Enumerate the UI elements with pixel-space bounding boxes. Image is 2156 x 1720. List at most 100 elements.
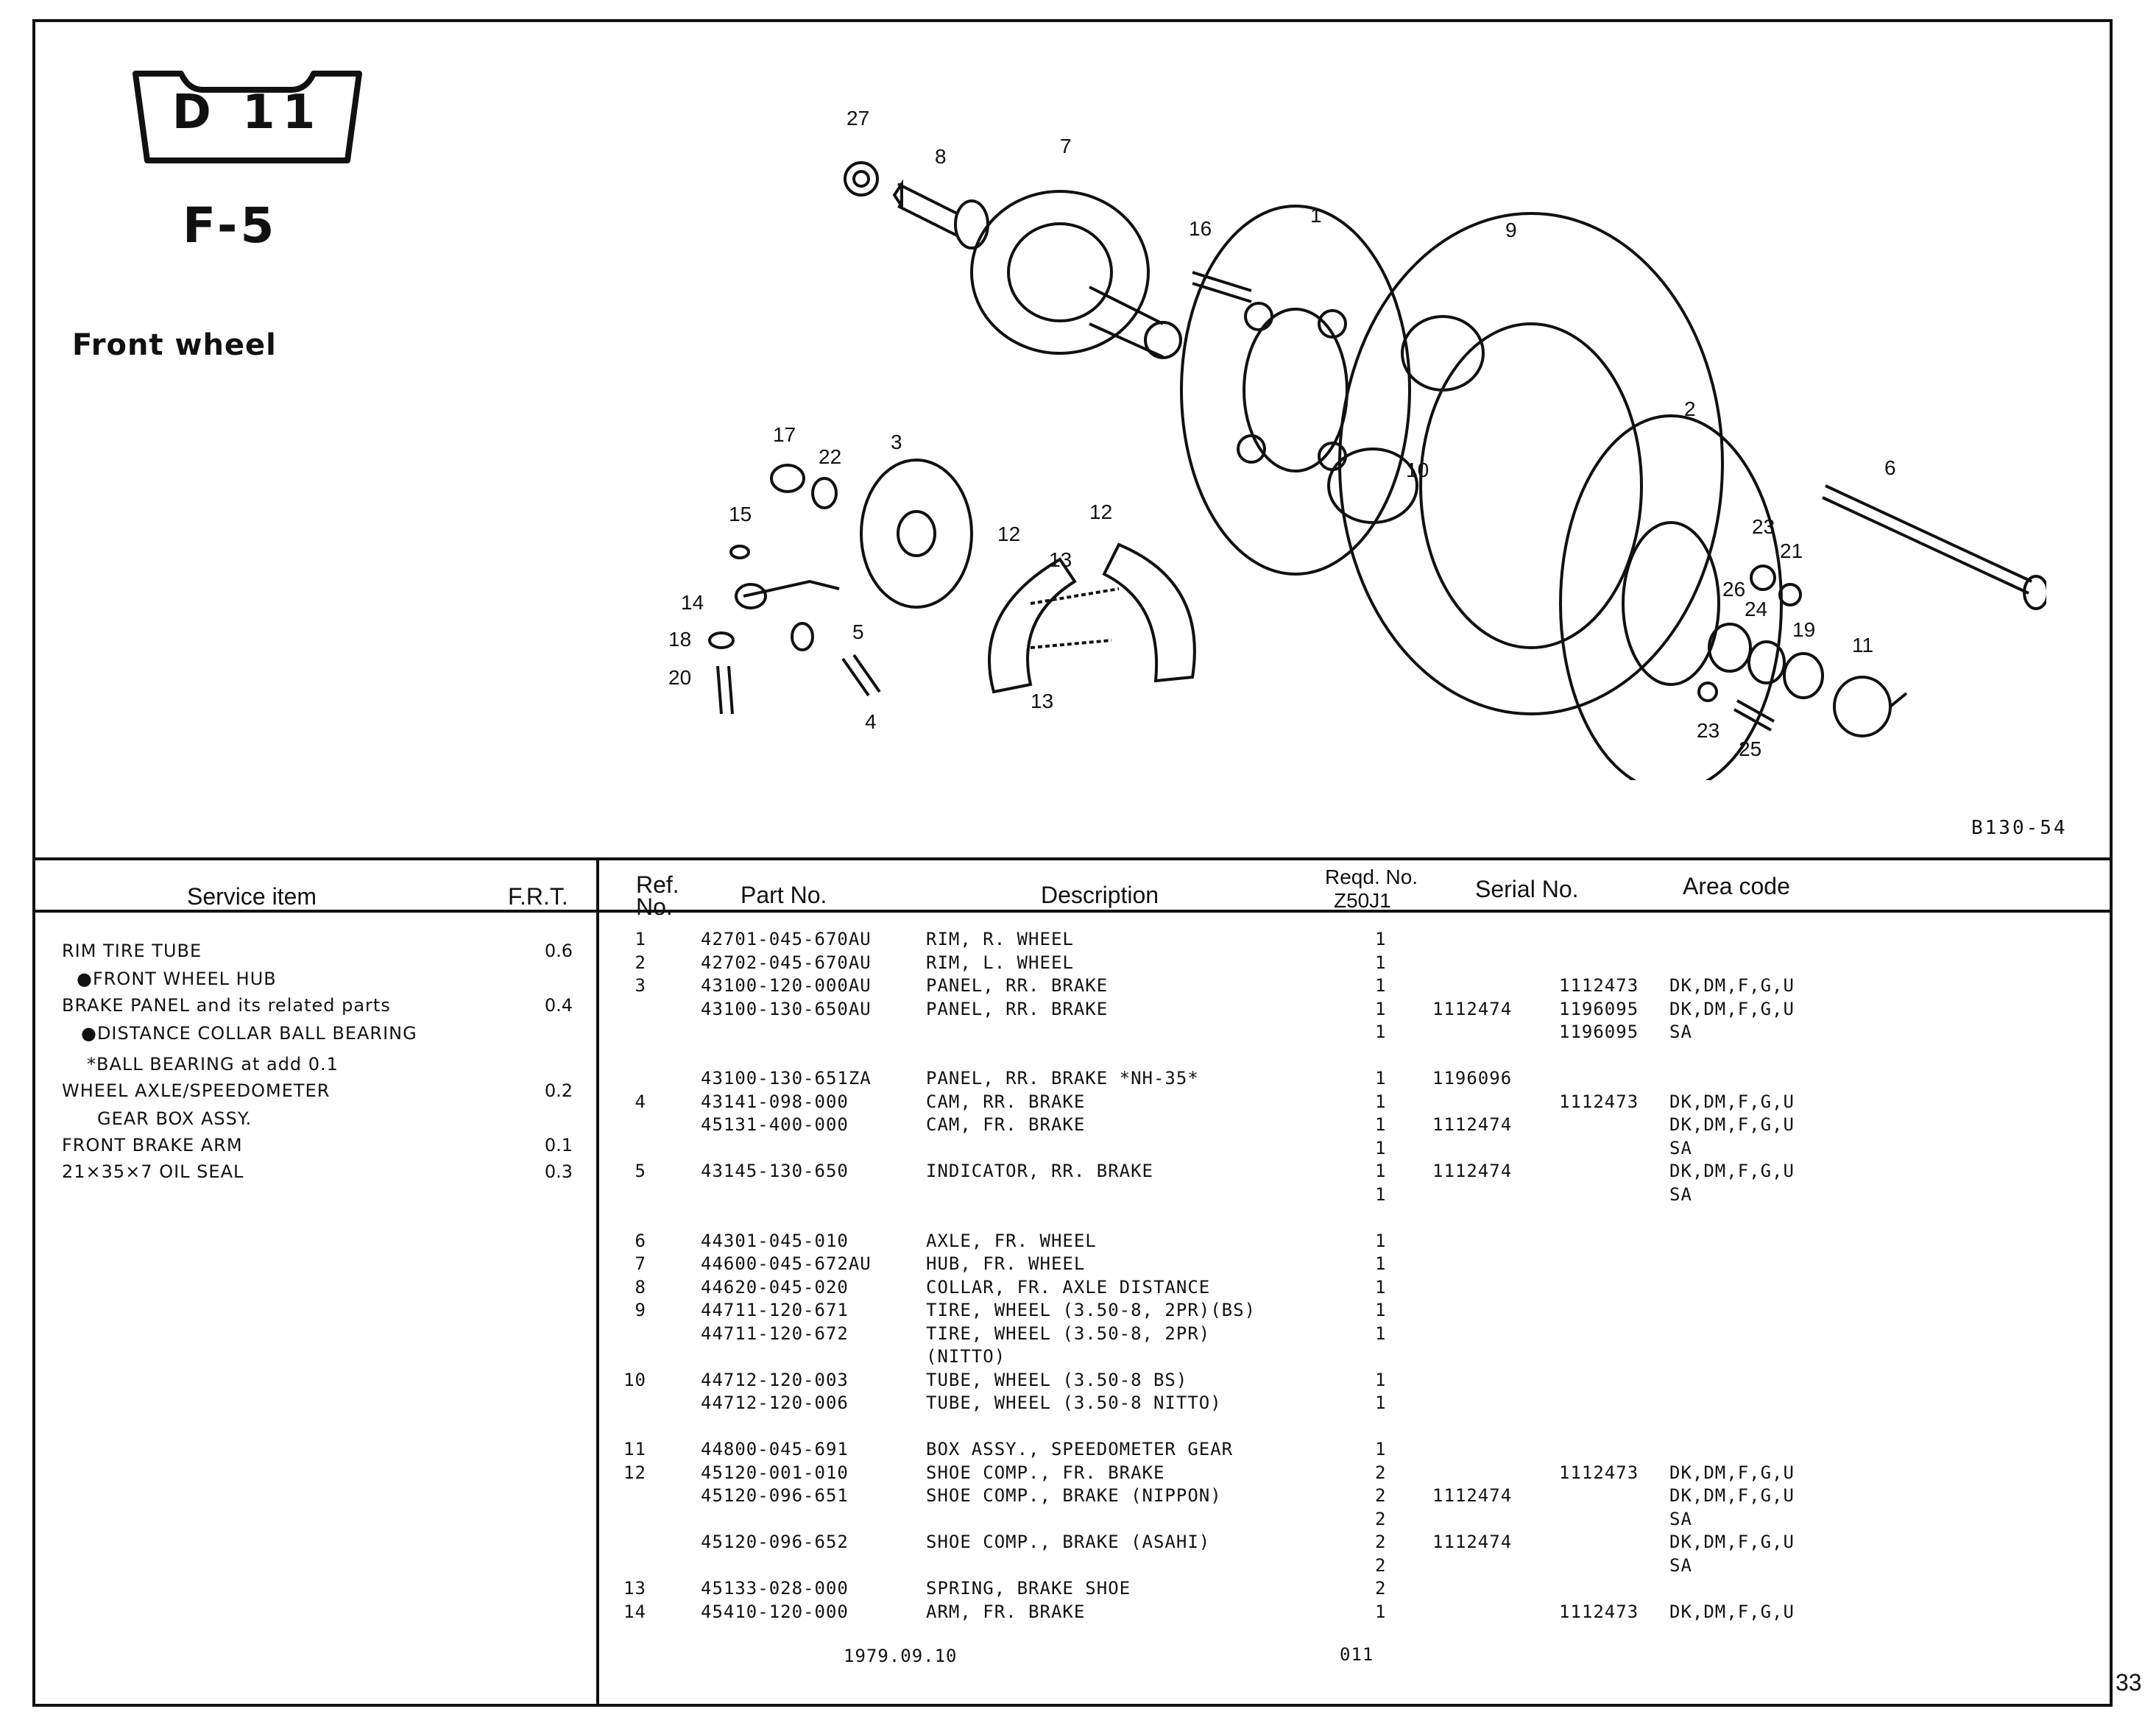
area-code: DK,DM,F,G,U	[1669, 1462, 1795, 1483]
quantity: 1	[1375, 975, 1387, 996]
ref-no: 6	[635, 1231, 646, 1251]
gear-box-icon	[1833, 676, 1892, 737]
quantity: 2	[1375, 1555, 1387, 1576]
area-code: DK,DM,F,G,U	[1669, 1091, 1795, 1112]
part-number: 44800-045-691	[701, 1439, 849, 1459]
part-number: 43145-130-650	[701, 1161, 849, 1181]
quantity: 2	[1375, 1485, 1387, 1506]
description: HUB, FR. WHEEL	[926, 1253, 1086, 1274]
area-code: DK,DM,F,G,U	[1669, 1114, 1795, 1135]
description: TIRE, WHEEL (3.50-8, 2PR)	[926, 1323, 1211, 1344]
part-number: 45120-001-010	[701, 1462, 849, 1483]
serial-to: 1196095	[1559, 999, 1639, 1019]
callout-16: 16	[1189, 217, 1212, 240]
service-frt: 0.4	[544, 995, 573, 1016]
description: ARM, FR. BRAKE	[926, 1602, 1086, 1622]
service-item: ●FRONT WHEEL HUB	[77, 969, 277, 989]
area-code: DK,DM,F,G,U	[1669, 1602, 1795, 1622]
area-code: DK,DM,F,G,U	[1669, 1161, 1795, 1181]
part-number: 44712-120-006	[701, 1392, 849, 1413]
quantity: 1	[1375, 1068, 1387, 1089]
part-number: 42701-045-670AU	[701, 929, 872, 949]
description: SHOE COMP., BRAKE (ASAHI)	[926, 1532, 1211, 1552]
callout-1: 1	[1310, 204, 1322, 227]
area-code-header: Area code	[1683, 873, 1790, 899]
table-header-divider	[32, 910, 2113, 913]
callout-20: 20	[668, 666, 691, 689]
callout-5: 5	[852, 620, 864, 643]
service-item: GEAR BOX ASSY.	[97, 1108, 252, 1129]
area-code: SA	[1669, 1022, 1692, 1042]
serial-to: 1112473	[1559, 1462, 1639, 1483]
service-item: FRONT BRAKE ARM	[62, 1135, 243, 1155]
callout-14: 14	[681, 591, 704, 614]
serial-to: 1112473	[1559, 1091, 1639, 1112]
brake-cam-icon	[841, 654, 881, 697]
description: TUBE, WHEEL (3.50-8 NITTO)	[926, 1392, 1222, 1413]
description: AXLE, FR. WHEEL	[926, 1231, 1097, 1251]
callout-13b: 13	[1031, 690, 1053, 712]
service-frt: 0.6	[544, 941, 573, 961]
ref-no: 4	[635, 1091, 646, 1112]
tire-icon	[1338, 212, 1724, 715]
service-frt: 0.1	[544, 1135, 573, 1155]
quantity: 1	[1375, 1091, 1387, 1112]
ref-no: 8	[635, 1277, 646, 1298]
quantity: 1	[1375, 929, 1387, 949]
part-number: 45410-120-000	[701, 1602, 849, 1622]
callout-9: 9	[1505, 219, 1517, 241]
callout-6: 6	[1884, 456, 1896, 479]
brake-shoe-icon	[988, 557, 1077, 694]
ref-no: 12	[623, 1462, 646, 1483]
service-item-header: Service item	[187, 883, 317, 910]
quantity: 1	[1375, 1161, 1387, 1181]
area-code: SA	[1669, 1138, 1692, 1158]
description: SHOE COMP., FR. BRAKE	[926, 1462, 1165, 1483]
rim-left-icon	[1559, 414, 1783, 780]
bearing-icon	[844, 161, 879, 197]
callout-12b: 12	[1089, 500, 1112, 523]
badge-label: D 11	[172, 85, 323, 140]
section-divider	[32, 857, 2113, 860]
callout-24: 24	[1745, 598, 1767, 620]
part-number: 45120-096-652	[701, 1532, 849, 1552]
ref-no: 13	[623, 1578, 646, 1599]
part-number: 42702-045-670AU	[701, 952, 872, 973]
service-item: *BALL BEARING at add 0.1	[87, 1054, 339, 1075]
ref-header-2: No.	[636, 893, 673, 920]
description: COLLAR, FR. AXLE DISTANCE	[926, 1277, 1211, 1298]
ref-no: 9	[635, 1300, 646, 1320]
description: PANEL, RR. BRAKE *NH-35*	[926, 1068, 1199, 1089]
service-frt: 0.3	[544, 1161, 573, 1182]
description: (NITTO)	[926, 1346, 1006, 1367]
quantity: 2	[1375, 1462, 1387, 1483]
callout-17: 17	[773, 423, 796, 446]
description: PANEL, RR. BRAKE	[926, 999, 1109, 1019]
part-number: 45133-028-000	[701, 1578, 849, 1599]
serial-from: 1112474	[1432, 999, 1513, 1019]
ref-no: 10	[623, 1370, 646, 1390]
description: TUBE, WHEEL (3.50-8 BS)	[926, 1370, 1188, 1390]
callout-15: 15	[729, 503, 752, 525]
callout-21: 21	[1780, 539, 1803, 562]
quantity: 1	[1375, 1184, 1387, 1205]
callout-25: 25	[1739, 737, 1761, 760]
rim-right-icon	[1180, 205, 1411, 576]
callout-26: 26	[1722, 578, 1745, 601]
area-code: DK,DM,F,G,U	[1669, 999, 1795, 1019]
part-number: 44711-120-671	[701, 1300, 849, 1320]
quantity: 1	[1375, 1231, 1387, 1251]
tube-icon	[1401, 315, 1485, 392]
quantity: 2	[1375, 1532, 1387, 1552]
callout-23a: 23	[1752, 515, 1775, 538]
callout-3: 3	[891, 431, 902, 453]
ref-no: 5	[635, 1161, 646, 1181]
ref-no: 14	[623, 1602, 646, 1622]
section-badge: D 11	[130, 71, 365, 163]
part-number: 43100-130-650AU	[701, 999, 872, 1019]
quantity: 1	[1375, 1022, 1387, 1042]
serial-no-header: Serial No.	[1475, 876, 1579, 902]
description: CAM, RR. BRAKE	[926, 1091, 1086, 1112]
page-title: Front wheel	[72, 328, 277, 362]
service-item: ●DISTANCE COLLAR BALL BEARING	[81, 1023, 417, 1044]
